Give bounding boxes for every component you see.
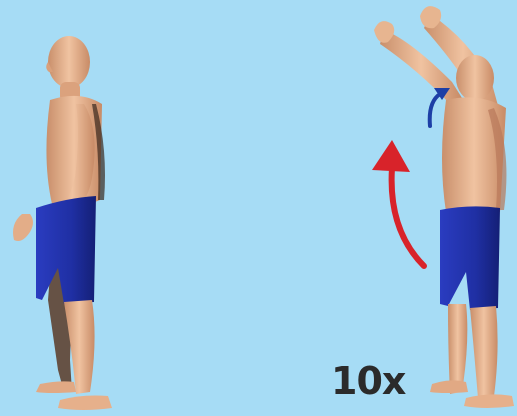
- repetitions-label: 10x: [331, 362, 405, 400]
- upward-curved-arrow-icon: [372, 140, 424, 266]
- start-position-figure: [13, 36, 112, 410]
